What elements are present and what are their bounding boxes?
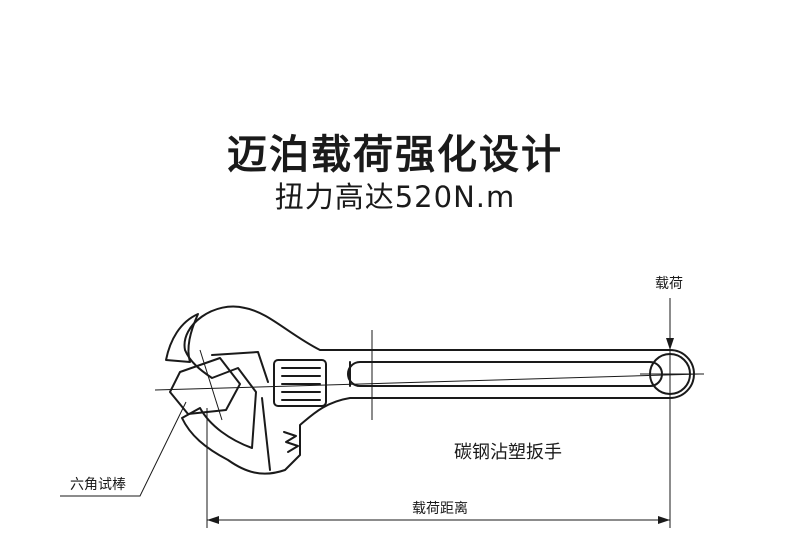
test-rod-leader bbox=[60, 401, 187, 497]
hex-test-rod bbox=[169, 357, 241, 415]
upper-jaw bbox=[165, 313, 199, 363]
test-rod-label: 六角试棒 bbox=[70, 477, 126, 493]
wrench-outline bbox=[181, 305, 695, 475]
page-subtitle: 扭力高达520N.m bbox=[274, 180, 516, 214]
material-label: 碳钢沾塑扳手 bbox=[454, 442, 562, 463]
handle-centerline bbox=[154, 373, 701, 391]
handle-slot bbox=[347, 361, 663, 387]
page-title: 迈泊载荷强化设计 bbox=[227, 132, 563, 178]
load-label: 载荷 bbox=[655, 276, 683, 292]
worm-screw bbox=[273, 359, 327, 407]
load-distance-label: 载荷距离 bbox=[412, 500, 468, 517]
